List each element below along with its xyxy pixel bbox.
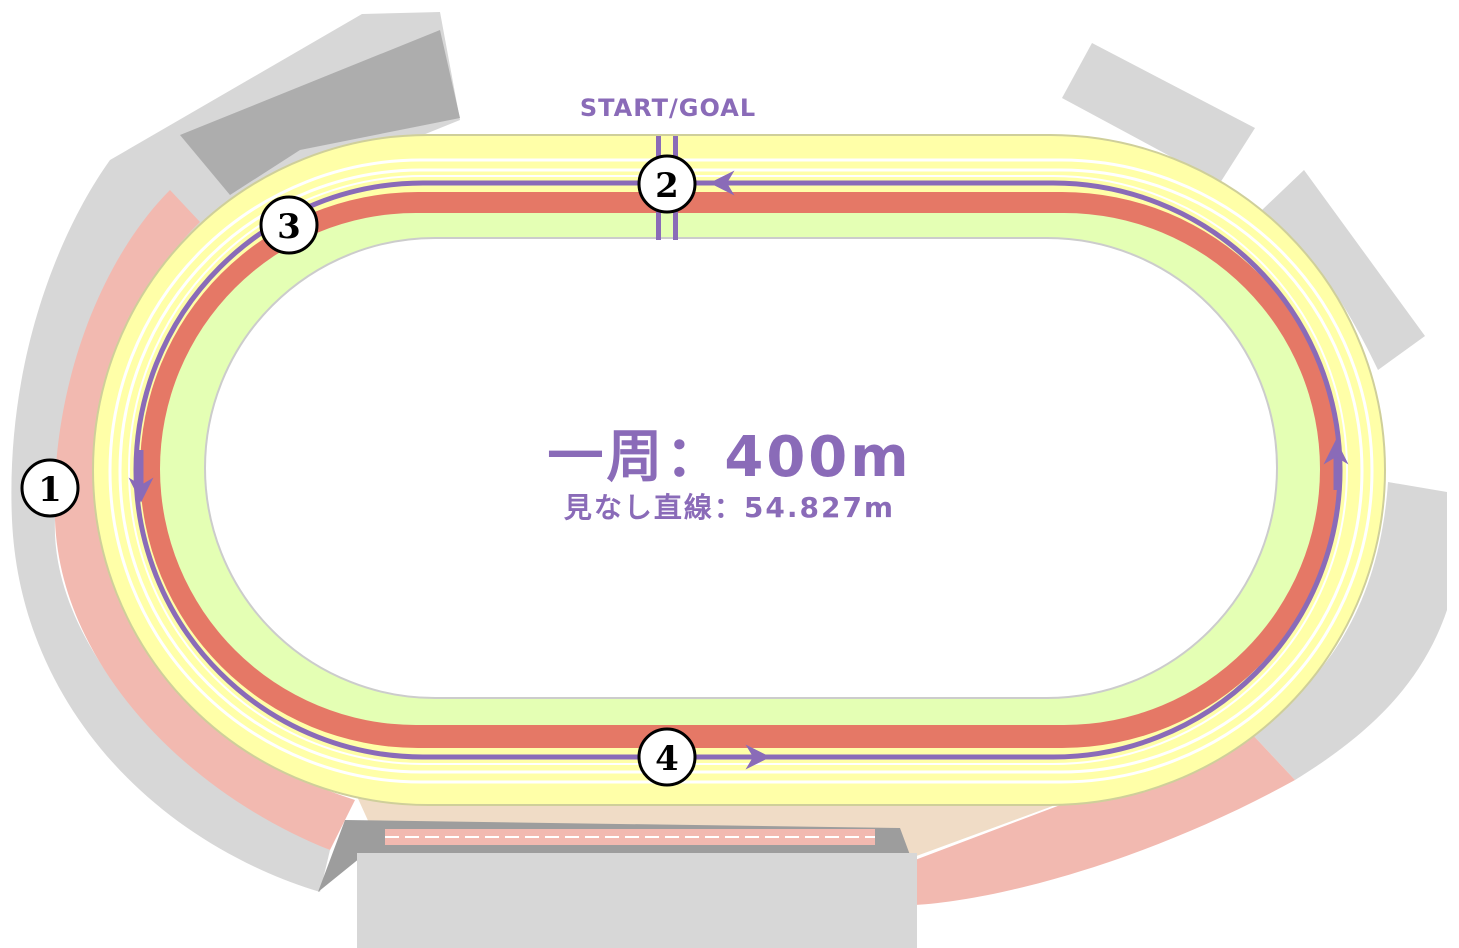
outer-white-line-2 xyxy=(118,168,1364,774)
corner-marker-4: 4 xyxy=(637,727,697,787)
svg-text:3: 3 xyxy=(277,207,301,247)
svg-text:1: 1 xyxy=(38,470,62,510)
svg-text:4: 4 xyxy=(655,739,679,779)
outer-white-line xyxy=(108,158,1374,784)
right-lower-stand xyxy=(1250,482,1447,780)
measurement-line-inner-white xyxy=(128,175,1348,765)
direction-arrows xyxy=(128,170,1349,770)
track xyxy=(92,134,1386,806)
left-stand-ring xyxy=(11,12,460,892)
start-goal-label: START/GOAL xyxy=(579,94,757,122)
corner-marker-1: 1 xyxy=(20,458,80,518)
main-stand xyxy=(357,853,917,948)
top-right-stand xyxy=(1062,43,1255,183)
home-straight-label: 見なし直線：54.827m xyxy=(563,491,896,524)
bottom-right-stand-pink xyxy=(915,732,1295,905)
lap-length-label: 一周：400m xyxy=(547,425,912,490)
corner-marker-3: 3 xyxy=(259,195,319,255)
svg-text:2: 2 xyxy=(655,166,679,206)
right-upper-stand xyxy=(1262,170,1425,370)
left-stand-pink xyxy=(54,190,355,850)
corner-marker-2: 2 xyxy=(637,154,697,214)
infield xyxy=(204,237,1278,699)
corner-markers: 1 2 3 4 xyxy=(20,154,697,787)
upper-left-stand-block xyxy=(180,30,460,195)
